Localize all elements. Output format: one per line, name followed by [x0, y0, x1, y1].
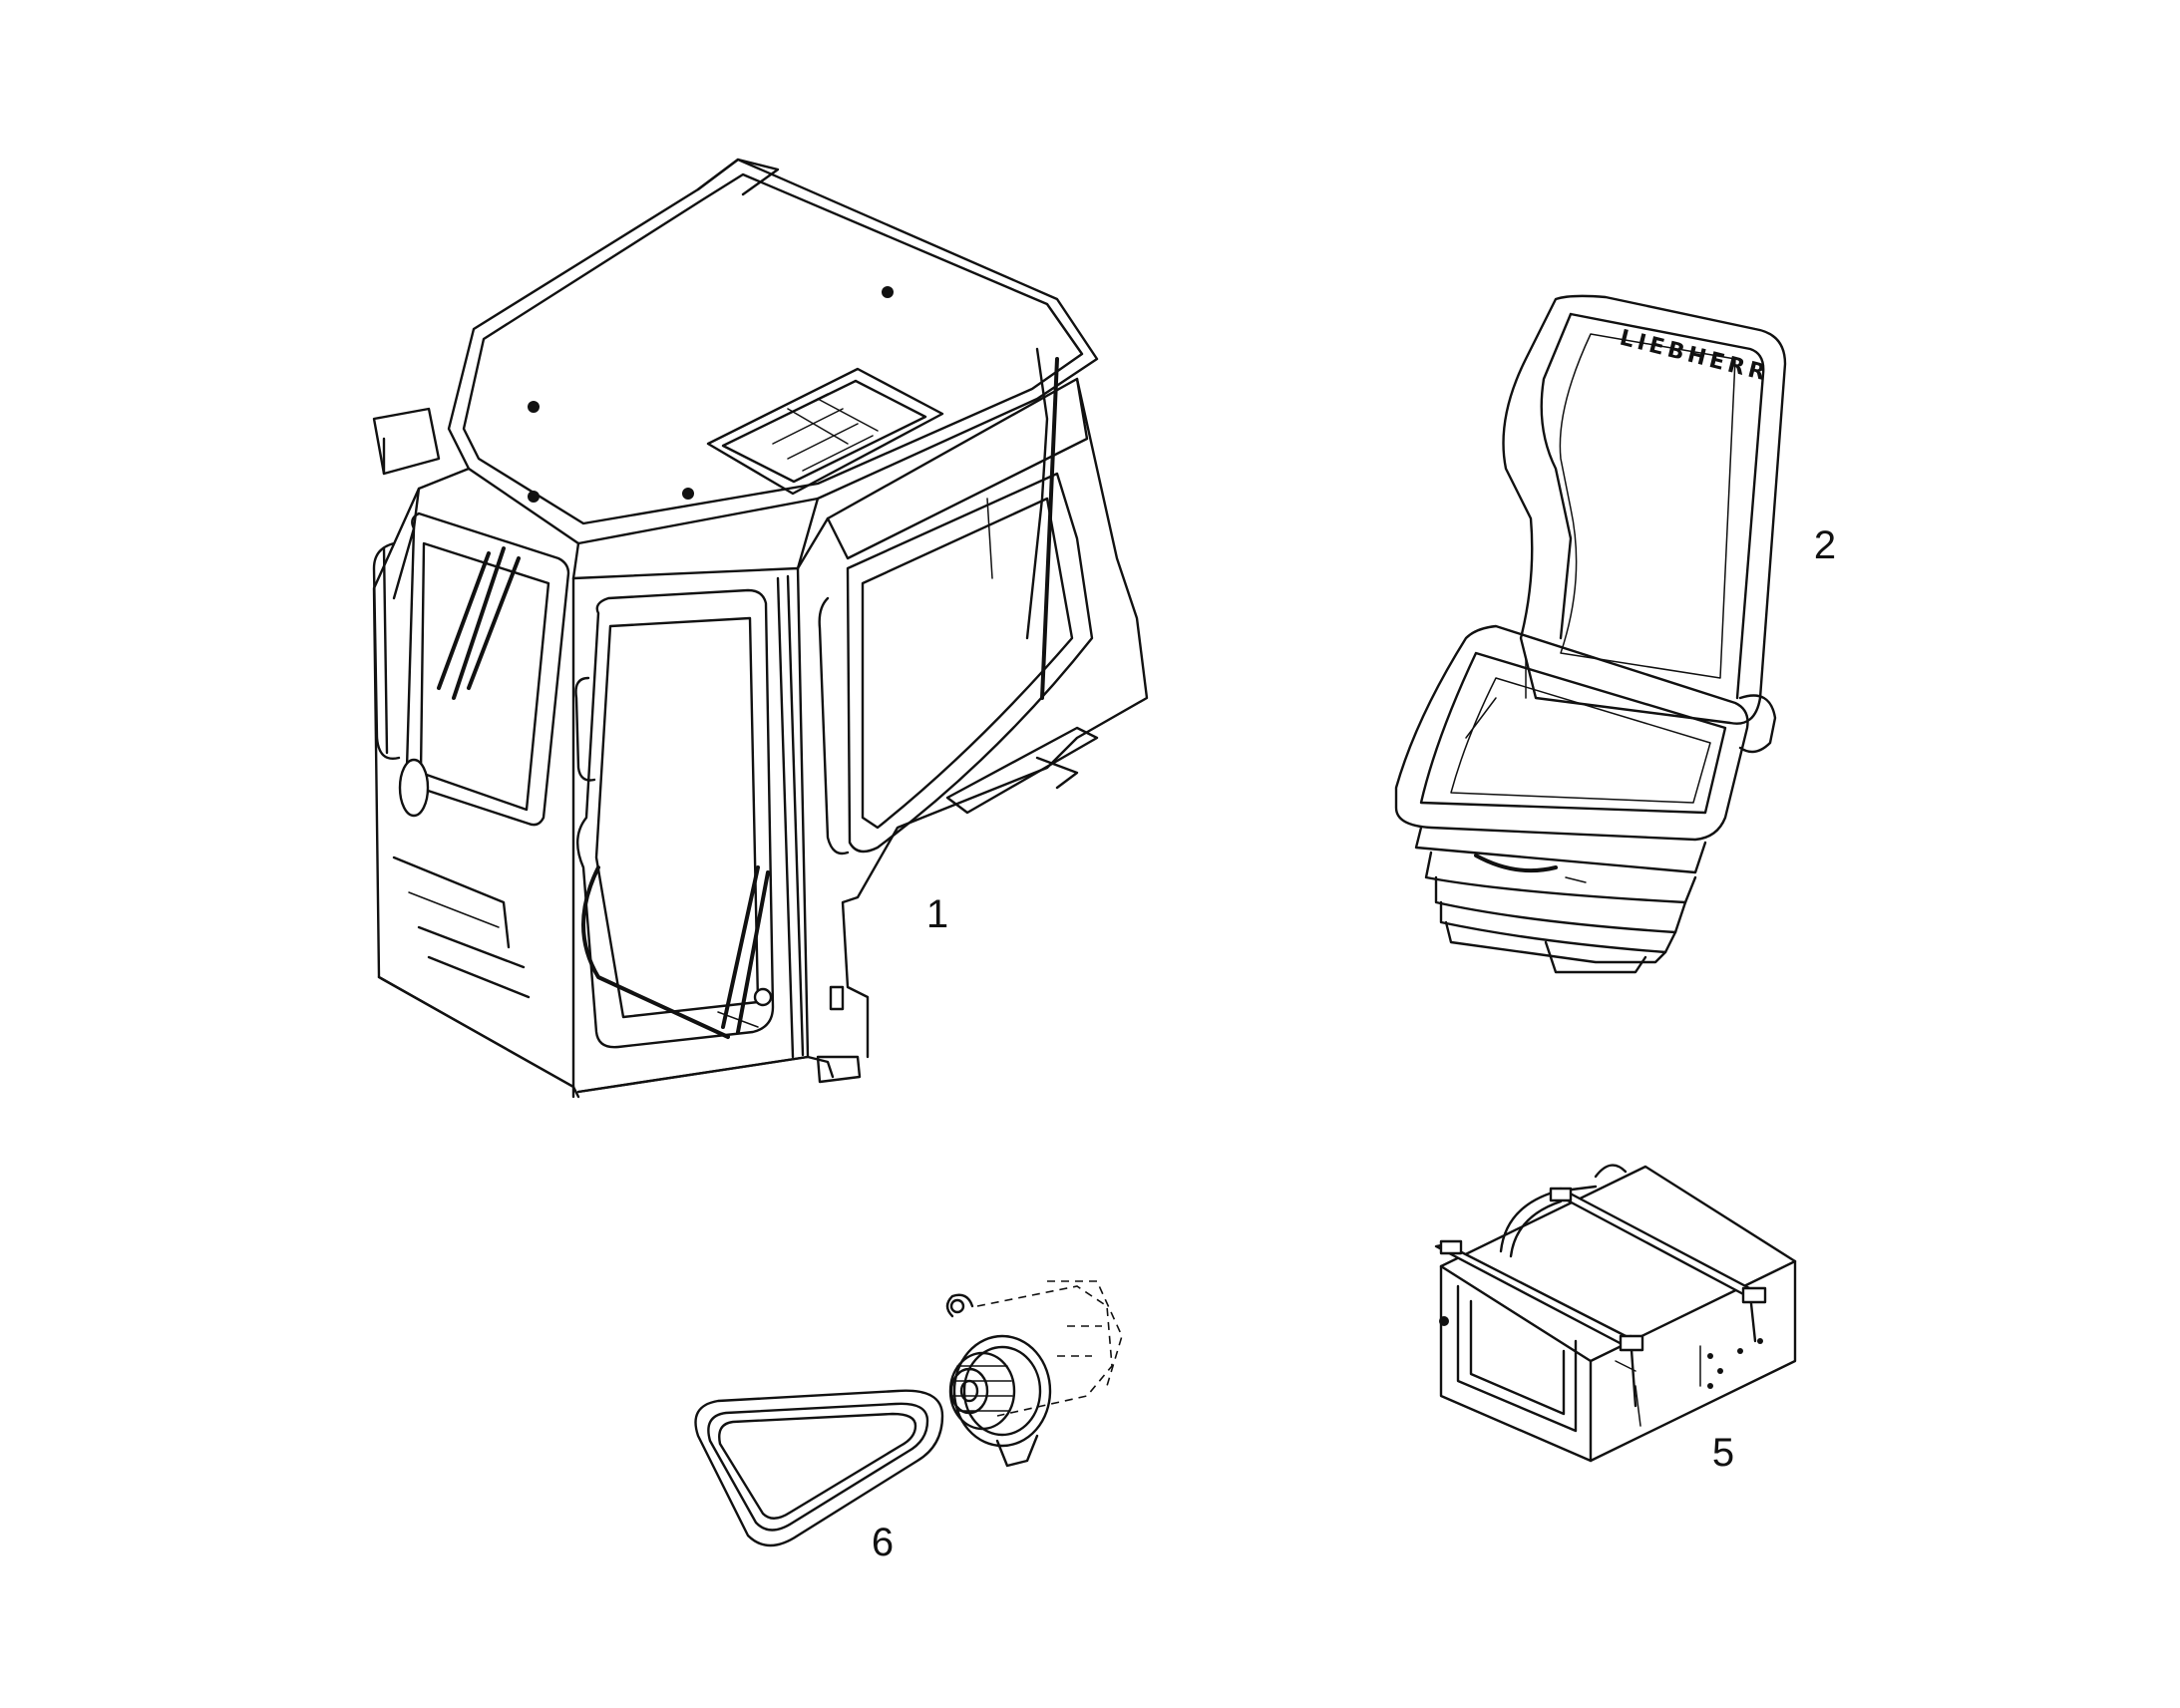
control-unit-box-icon [1434, 1164, 1797, 1463]
v-belt-icon [694, 1389, 944, 1547]
callout-2: 2 [1814, 523, 1836, 567]
callout-1: 1 [926, 892, 948, 936]
alternator-belt-icon [694, 1280, 1123, 1547]
operator-cab-icon [372, 158, 1149, 1099]
roof-vent-icon [706, 367, 944, 496]
callout-5: 5 [1712, 1431, 1734, 1475]
alternator-icon [945, 1280, 1123, 1468]
seat-brand-logo: LIEBHERR [1618, 326, 1772, 387]
operator-seat-icon: LIEBHERR [1394, 294, 1787, 974]
callout-6: 6 [872, 1521, 894, 1564]
